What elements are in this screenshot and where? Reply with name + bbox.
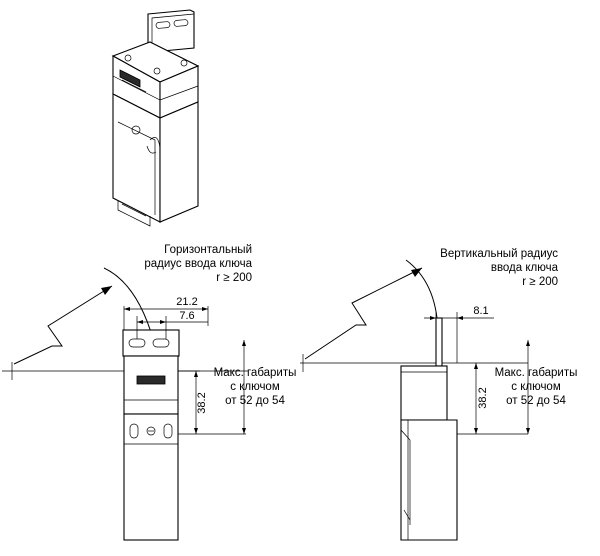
max-dims-left-line1: Макс. габариты [214,367,297,379]
iso-body-screw [131,125,141,135]
iso-screw-1 [124,54,132,62]
labels: Горизонтальный радиус ввода ключа r ≥ 20… [144,244,577,414]
front-view [2,267,248,541]
side-view [300,259,530,541]
front-body [123,413,179,541]
horizontal-radius-line1: Горизонтальный [164,244,252,256]
front-key-plate [122,329,180,357]
side-key [435,317,443,367]
horizontal-radius-line3: r ≥ 200 [216,272,252,284]
vertical-radius-line1: Вертикальный радиус [440,248,558,260]
front-head [123,355,179,415]
iso-screw-3 [180,59,188,67]
isometric-view [111,9,200,227]
iso-slot-2 [173,19,189,27]
max-dims-left-line2: с ключом [230,381,280,393]
dim-8-1-label: 8.1 [473,305,488,317]
dim-38-2-right-label: 38.2 [477,387,489,408]
side-path-arrow [411,268,422,277]
front-key-entry [136,375,166,385]
vertical-radius-line2: ввода ключа [491,262,559,274]
horizontal-radius-line2: радиус ввода ключа [144,258,252,270]
iso-body-side [159,101,199,223]
max-dims-right-line2: с ключом [511,381,561,393]
iso-slot-1 [155,21,171,29]
side-key-path [304,267,423,360]
side-body [400,419,458,541]
front-key-path [13,285,113,365]
front-mount-hole-1 [129,423,139,439]
dim-7-6-label: 7.6 [179,310,194,322]
max-dims-right-line1: Макс. габариты [495,367,578,379]
max-dims-right-line3: от 52 до 54 [506,395,566,407]
side-head [400,365,448,421]
front-mount-hole-2 [163,423,173,439]
dim-21-2-label: 21.2 [176,296,197,308]
side-radius-arc [405,259,439,331]
front-path-arrow [101,286,112,295]
front-slot-2 [152,338,170,348]
dim-38-2-left-label: 38.2 [196,392,208,413]
iso-screw-2 [153,67,161,75]
iso-key-slot [119,69,141,88]
max-dims-left-line3: от 52 до 54 [225,395,285,407]
vertical-radius-line3: r ≥ 200 [522,276,558,288]
front-screw [146,426,156,436]
